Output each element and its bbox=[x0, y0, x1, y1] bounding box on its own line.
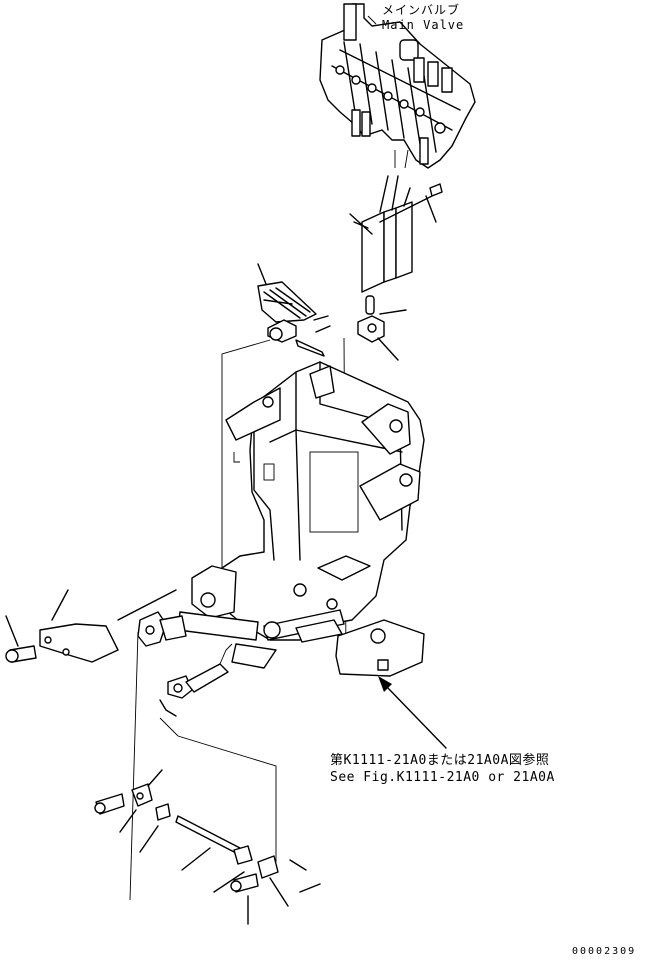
main-valve-label-jp: メインバルブ bbox=[382, 3, 461, 17]
cover-plate-drawing bbox=[349, 175, 443, 293]
frame-drawing bbox=[177, 361, 425, 677]
drawing-code: 00002309 bbox=[572, 946, 637, 957]
rod-assembly-drawing bbox=[94, 769, 321, 925]
reference-leader-arrow bbox=[378, 676, 447, 749]
main-valve-drawing bbox=[319, 3, 476, 169]
left-bracket-drawing bbox=[5, 589, 177, 663]
reference-label-en: See Fig.K1111-21A0 or 21A0A bbox=[330, 770, 555, 785]
reference-label-jp: 第K1111-21A0または21A0A図参照 bbox=[330, 753, 550, 768]
lever-drawing bbox=[129, 611, 277, 901]
main-valve-label-en: Main Valve bbox=[382, 18, 465, 32]
pedal-drawing bbox=[221, 263, 331, 608]
